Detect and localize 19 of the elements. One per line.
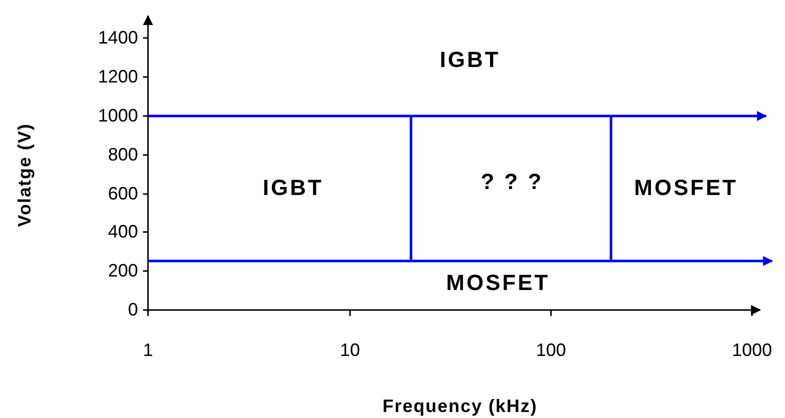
region-label: MOSFET (446, 270, 550, 296)
tick-label: 10 (340, 340, 360, 361)
tick-label: 200 (108, 260, 138, 282)
axis-title: Frequency (kHz) (382, 396, 538, 417)
region-label: IGBT (440, 47, 500, 73)
tick-label: 1000 (732, 340, 772, 361)
tick-label: 1 (143, 340, 153, 361)
tick-label: 400 (108, 222, 138, 242)
tick-label: 0 (128, 300, 138, 320)
region-label: ? ? ? (480, 169, 544, 195)
tick-label: 600 (108, 184, 138, 204)
region-label: MOSFET (634, 175, 738, 201)
tick-label: 800 (108, 144, 138, 166)
tick-label: 100 (536, 340, 566, 361)
tick-label: 1200 (98, 66, 138, 88)
tick-label: 1000 (98, 106, 138, 126)
region-label: IGBT (262, 175, 324, 201)
axis-title: Volatge (V) (14, 123, 36, 227)
tick-label: 1400 (98, 28, 138, 48)
